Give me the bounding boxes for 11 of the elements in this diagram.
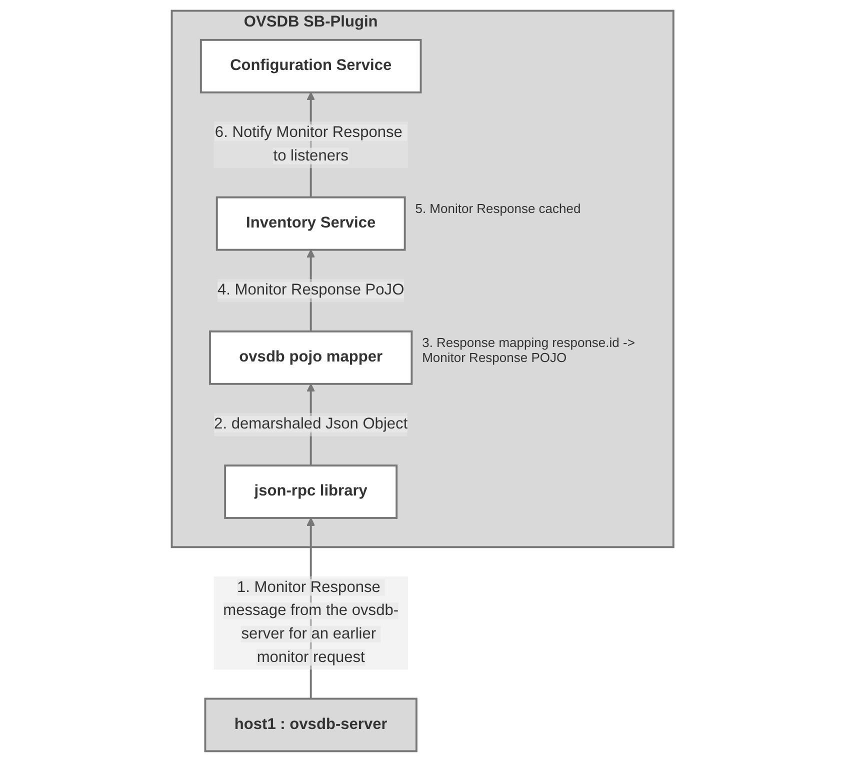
node-box: ovsdb pojo mapper <box>209 330 414 385</box>
edge-label: 2. demarshaled Json Object <box>214 416 408 432</box>
edge-label: 4. Monitor Response PoJO <box>218 282 405 298</box>
node-box: host1 : ovsdb-server <box>204 698 418 752</box>
node-box: Configuration Service <box>200 38 422 94</box>
annotation-text: 5. Monitor Response cached <box>415 201 582 216</box>
node-box: Inventory Service <box>216 196 406 251</box>
node-box: json-rpc library <box>224 464 398 519</box>
annotation-text: 3. Response mapping response.id -> Monitor Response POJO <box>422 335 636 366</box>
edge-label: 1. Monitor Response message from the ovsdb-server for an earlier monitor request <box>224 579 399 666</box>
edge-label: 6. Notify Monitor Response to listeners <box>215 124 403 164</box>
